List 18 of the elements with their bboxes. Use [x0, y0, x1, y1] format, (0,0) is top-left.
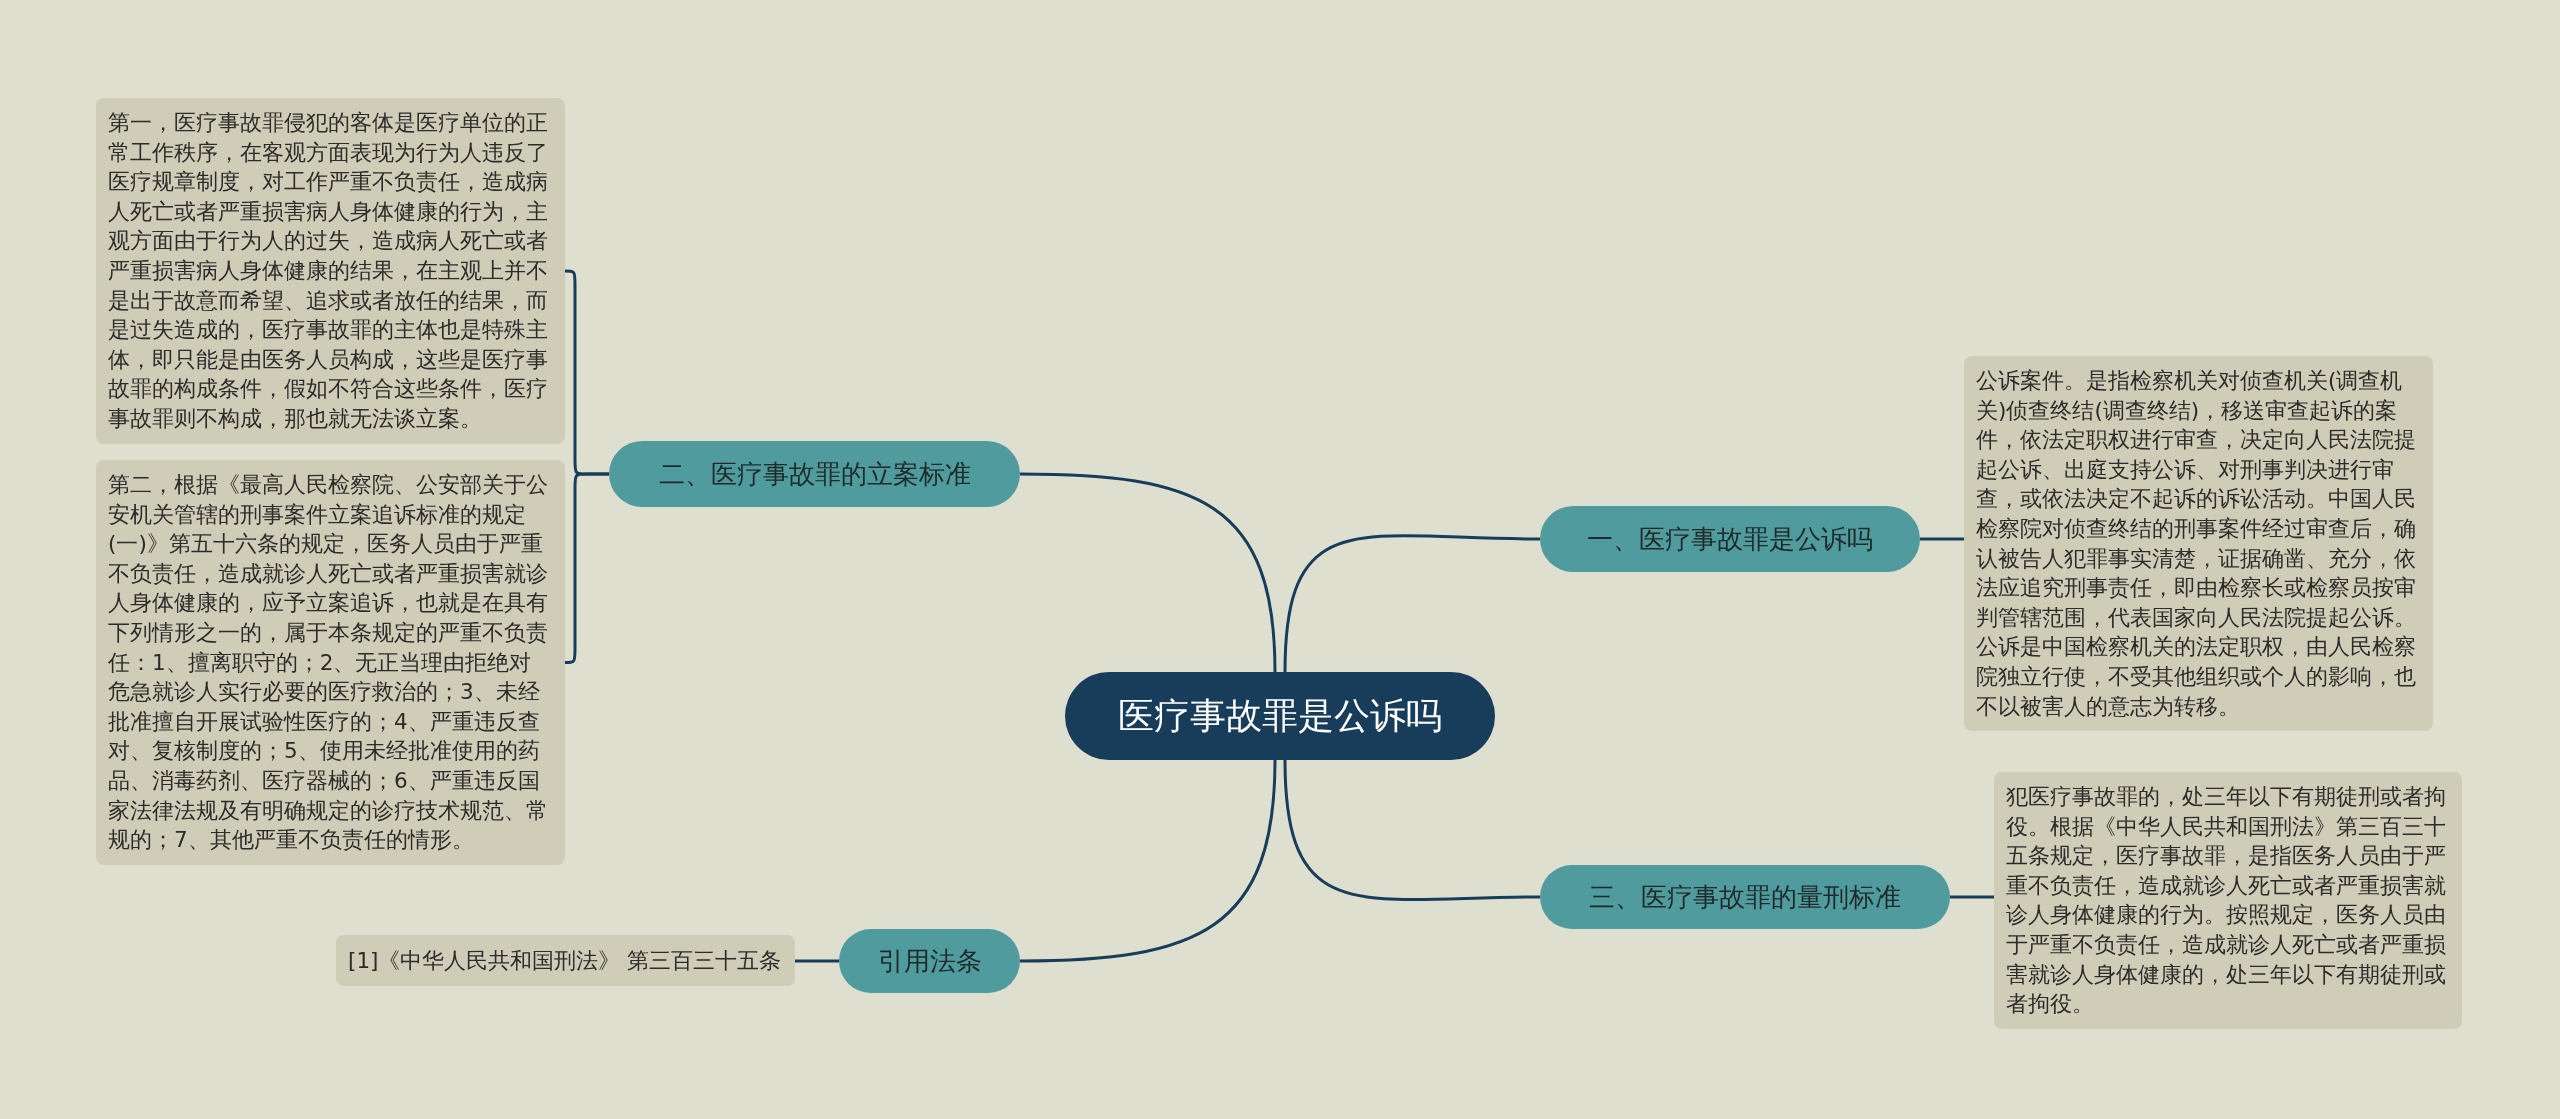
text-card: 第二，根据《最高人民检察院、公安部关于公安机关管辖的刑事案件立案追诉标准的规定(一)》第五十六条的规定，医务人员由于严重不负责任，造成就诊人死亡或者严重损害就诊人身体健康的，应予立案追诉，也就是在具有下列情形之一的，属于本条规定的严重不负责任：1、擅离职守的；2、无正当理由拒绝对危急就诊人实行必要的医疗救治的；3、未经批准擅自开展试验性医疗的；4、严重违反查对、复核制度的；5、使用未经批准使用的药品、消毒药剂、医疗器械的；6、严重违反国家法律法规及有明确规定的诊疗技术规范、常规的；7、其他严重不负责任的情形。: [96, 460, 565, 865]
text-card: 第一，医疗事故罪侵犯的客体是医疗单位的正常工作秩序，在客观方面表现为行为人违反了医疗规章制度，对工作严重不负责任，造成病人死亡或者严重损害病人身体健康的行为，主观方面由于行为人的过失，造成病人死亡或者严重损害病人身体健康的结果，在主观上并不是出于故意而希望、追求或者放任的结果，而是过失造成的，医疗事故罪的主体也是特殊主体，即只能是由医务人员构成，这些是医疗事故罪的构成条件，假如不符合这些条件，医疗事故罪则不构成，那也就无法谈立案。: [96, 98, 565, 444]
topic-pill: 二、医疗事故罪的立案标准: [609, 441, 1020, 507]
topic-pill: 三、医疗事故罪的量刑标准: [1540, 865, 1950, 929]
topic-pill: 一、医疗事故罪是公诉吗: [1540, 506, 1920, 572]
connector-line: [1283, 534, 1541, 673]
topic-pill: 引用法条: [839, 929, 1020, 993]
text-card: 犯医疗事故罪的，处三年以下有期徒刑或者拘役。根据《中华人民共和国刑法》第三百三十五条规定，医疗事故罪，是指医务人员由于严重不负责任，造成就诊人死亡或者严重损害就诊人身体健康的行为。按照规定，医务人员由于严重不负责任，造成就诊人死亡或者严重损害就诊人身体健康的，处三年以下有期徒刑或者拘役。: [1994, 772, 2462, 1029]
connector-line: [795, 959, 839, 963]
connector-line: [1920, 537, 1964, 541]
connector-line: [1283, 759, 1541, 901]
connector-line: [1019, 472, 1277, 673]
connector-line: [1019, 759, 1277, 963]
text-card: [1]《中华人民共和国刑法》 第三百三十五条: [336, 935, 795, 986]
text-card: 公诉案件。是指检察机关对侦查机关(调查机关)侦查终结(调查终结)，移送审查起诉的案件，依法定职权进行审查，决定向人民法院提起公诉、出庭支持公诉、对刑事判决进行审查，或依法决定不起诉的诉讼活动。中国人民检察院对侦查终结的刑事案件经过审查后，确认被告人犯罪事实清楚，证据确凿、充分，依法应追究刑事责任，即由检察长或检察员按审判管辖范围，代表国家向人民法院提起公诉。公诉是中国检察机关的法定职权，由人民检察院独立行使，不受其他组织或个人的影响，也不以被害人的意志为转移。: [1964, 356, 2433, 732]
connector-line: [565, 472, 609, 664]
connector-line: [1950, 895, 1994, 899]
central-topic: 医疗事故罪是公诉吗: [1065, 672, 1495, 760]
